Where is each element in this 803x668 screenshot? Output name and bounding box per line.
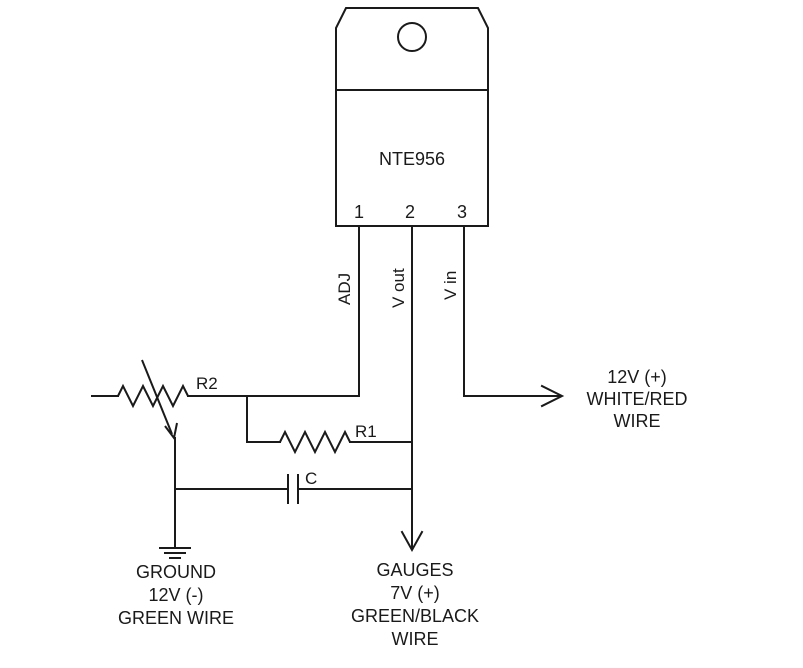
output-label: GAUGES 7V (+) GREEN/BLACK WIRE (351, 560, 479, 649)
pin-1-function-label: ADJ (335, 273, 354, 305)
output-label-line-3: GREEN/BLACK (351, 606, 479, 626)
r2-label: R2 (196, 374, 218, 393)
output-label-line-4: WIRE (392, 629, 439, 649)
supply-label: 12V (+) WHITE/RED WIRE (587, 367, 688, 431)
pin-2-function-label: V out (389, 268, 408, 308)
r2-resistor (117, 383, 189, 409)
input-arrow-icon (540, 384, 565, 408)
ground-label-line-3: GREEN WIRE (118, 608, 234, 628)
output-label-line-2: 7V (+) (390, 583, 440, 603)
supply-label-line-2: WHITE/RED (587, 389, 688, 409)
regulator-package: NTE956 1 2 3 (335, 7, 489, 227)
package-tab (335, 7, 489, 91)
ground-label: GROUND 12V (-) GREEN WIRE (118, 562, 234, 628)
r2-variable-arrow-shaft (141, 359, 173, 435)
c-label: C (305, 469, 317, 488)
supply-label-line-3: WIRE (614, 411, 661, 431)
ground-label-line-2: 12V (-) (148, 585, 203, 605)
r1-resistor (279, 429, 351, 455)
r1-label: R1 (355, 422, 377, 441)
supply-label-line-1: 12V (+) (607, 367, 667, 387)
mounting-hole (397, 22, 427, 52)
pin-2-number: 2 (405, 202, 415, 222)
ground-icon (159, 547, 191, 559)
output-label-line-1: GAUGES (376, 560, 453, 580)
pin-1-number: 1 (354, 202, 364, 222)
pin-3-function-label: V in (441, 271, 460, 300)
pin-3-number: 3 (457, 202, 467, 222)
regulator-part-number: NTE956 (379, 149, 445, 169)
output-arrow-icon (400, 530, 424, 553)
ground-label-line-1: GROUND (136, 562, 216, 582)
